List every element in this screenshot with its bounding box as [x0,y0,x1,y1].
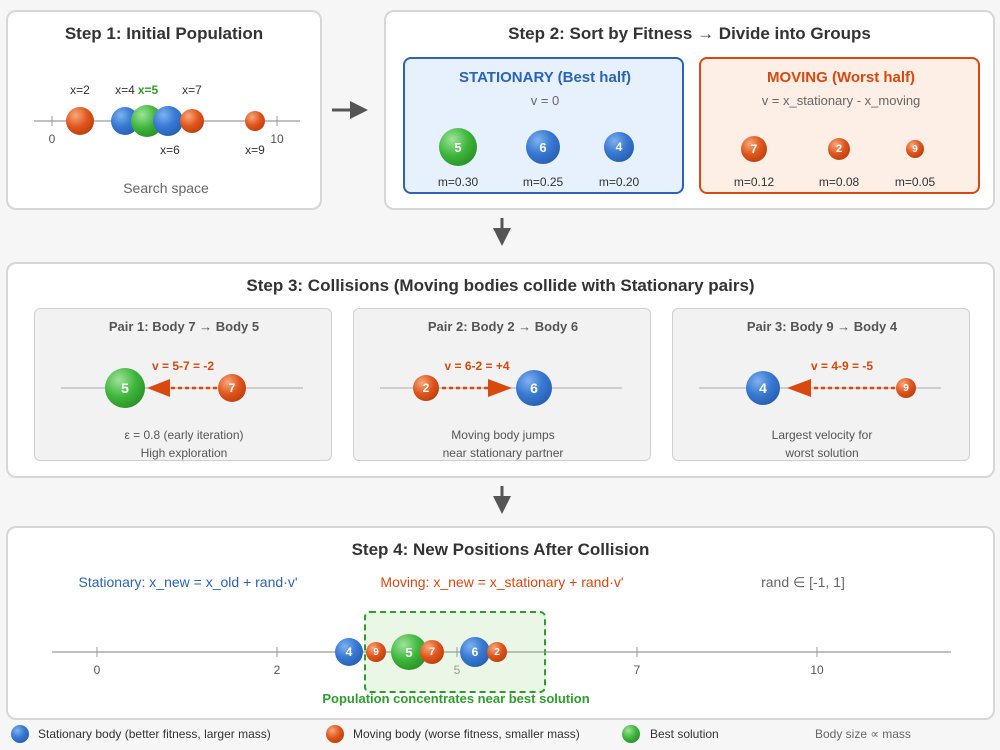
step4-body-4: 4 [335,638,363,666]
highlight-caption: Population concentrates near best soluti… [322,691,590,706]
stationary-group-subtitle: v = 0 [530,93,560,108]
moving-mass-2: m=0.08 [818,175,860,189]
pair-2-title: Pair 2: Body 2 → Body 6 [427,319,579,334]
pair-1-velocity: v = 5-7 = -2 [151,359,215,373]
pair-2-box: Pair 2: Body 2 → Body 6 v = 6-2 = +4 2 6… [353,308,651,461]
pair-1-note-2: High exploration [140,446,228,460]
arrow-right-icon [332,101,368,119]
legend-stationary-icon [11,725,29,743]
moving-group-title: MOVING (Worst half) [766,69,916,86]
step1-tick-10: 10 [270,132,284,146]
pair-1-note-1: ε = 0.8 (early iteration) [124,428,244,442]
formula-moving: Moving: x_new = x_stationary + rand·v' [380,574,624,590]
step1-body-7 [180,109,204,133]
pair-3-note-2: worst solution [785,446,859,460]
pair-2-note-1: Moving body jumps [451,428,555,442]
step1-body-9 [245,111,265,131]
step1-label-x4: x=4 [115,83,135,97]
legend-best-icon [622,725,640,743]
pair-2-moving-body: 2 [413,375,439,401]
step4-panel: Step 4: New Positions After Collision St… [6,526,995,720]
step4-body-6: 6 [460,637,490,667]
pair-3-moving-body: 9 [896,378,916,398]
stationary-group-title: STATIONARY (Best half) [459,69,631,86]
step1-body-2 [66,107,94,135]
pair-3-box: Pair 3: Body 9 → Body 4 v = 4-9 = -5 4 9… [672,308,970,461]
arrow-down-icon [493,218,511,246]
legend-size-note: Body size ∝ mass [815,727,911,741]
step4-tick-5: 5 [453,663,461,677]
moving-body-7: 7 [741,136,767,162]
moving-body-2: 2 [828,138,850,160]
step1-body-6 [153,106,183,136]
arrow-down-icon [493,486,511,514]
stationary-mass-5: m=0.30 [437,175,479,189]
step4-body-9: 9 [366,642,386,662]
legend-best-label: Best solution [650,727,719,741]
pair-1-box: Pair 1: Body 7 → Body 5 v = 5-7 = -2 5 7… [34,308,332,461]
step1-label-x7: x=7 [182,83,202,97]
step3-title: Step 3: Collisions (Moving bodies collid… [246,276,755,295]
pair-3-stationary-body: 4 [746,371,780,405]
step1-panel: Step 1: Initial Population 0 10 x=2 x=4 … [6,10,322,210]
formula-stationary: Stationary: x_new = x_old + rand·v' [78,574,298,590]
pair-1-title: Pair 1: Body 7 → Body 5 [108,319,260,334]
legend-moving-label: Moving body (worse fitness, smaller mass… [353,727,580,741]
step1-tick-0: 0 [48,132,56,146]
pair-3-title: Pair 3: Body 9 → Body 4 [746,319,898,334]
step4-tick-2: 2 [273,663,281,677]
stationary-mass-6: m=0.25 [522,175,564,189]
legend-moving-icon [326,725,344,743]
step4-title: Step 4: New Positions After Collision [351,540,650,559]
moving-group-box: MOVING (Worst half) v = x_stationary - x… [699,57,980,194]
stationary-mass-4: m=0.20 [598,175,640,189]
stationary-body-4: 4 [604,132,634,162]
step4-body-7: 7 [420,640,444,664]
pair-1-axis [61,379,303,397]
step1-label-x6: x=6 [160,143,180,157]
pair-2-stationary-body: 6 [516,370,552,406]
legend: Stationary body (better fitness, larger … [0,722,1000,748]
moving-mass-7: m=0.12 [733,175,775,189]
step2-panel: Step 2: Sort by Fitness → Divide into Gr… [384,10,995,210]
step1-caption: Search space [123,180,209,196]
pair-1-moving-body: 7 [218,374,246,402]
stationary-body-5: 5 [439,128,477,166]
step4-tick-7: 7 [633,663,641,677]
step3-panel: Step 3: Collisions (Moving bodies collid… [6,262,995,478]
step1-label-x2: x=2 [70,83,90,97]
moving-group-subtitle: v = x_stationary - x_moving [761,93,921,108]
step4-tick-10: 10 [810,663,824,677]
pair-2-note-2: near stationary partner [442,446,564,460]
step4-tick-0: 0 [93,663,101,677]
stationary-body-6: 6 [526,130,560,164]
legend-stationary-label: Stationary body (better fitness, larger … [38,727,271,741]
step1-label-x5: x=5 [137,83,159,97]
step1-title: Step 1: Initial Population [64,24,264,43]
step2-title: Step 2: Sort by Fitness → Divide into Gr… [508,24,871,43]
moving-mass-9: m=0.05 [894,175,936,189]
step4-body-2: 2 [487,642,507,662]
step1-label-x9: x=9 [245,143,265,157]
moving-body-9: 9 [906,140,924,158]
pair-2-velocity: v = 6-2 = +4 [444,359,510,373]
pair-3-note-1: Largest velocity for [771,428,873,442]
rand-range: rand ∈ [-1, 1] [761,574,845,590]
pair-3-velocity: v = 4-9 = -5 [810,359,874,373]
stationary-group-box: STATIONARY (Best half) v = 0 5 6 4 m=0.3… [403,57,684,194]
pair-1-stationary-body: 5 [105,368,145,408]
